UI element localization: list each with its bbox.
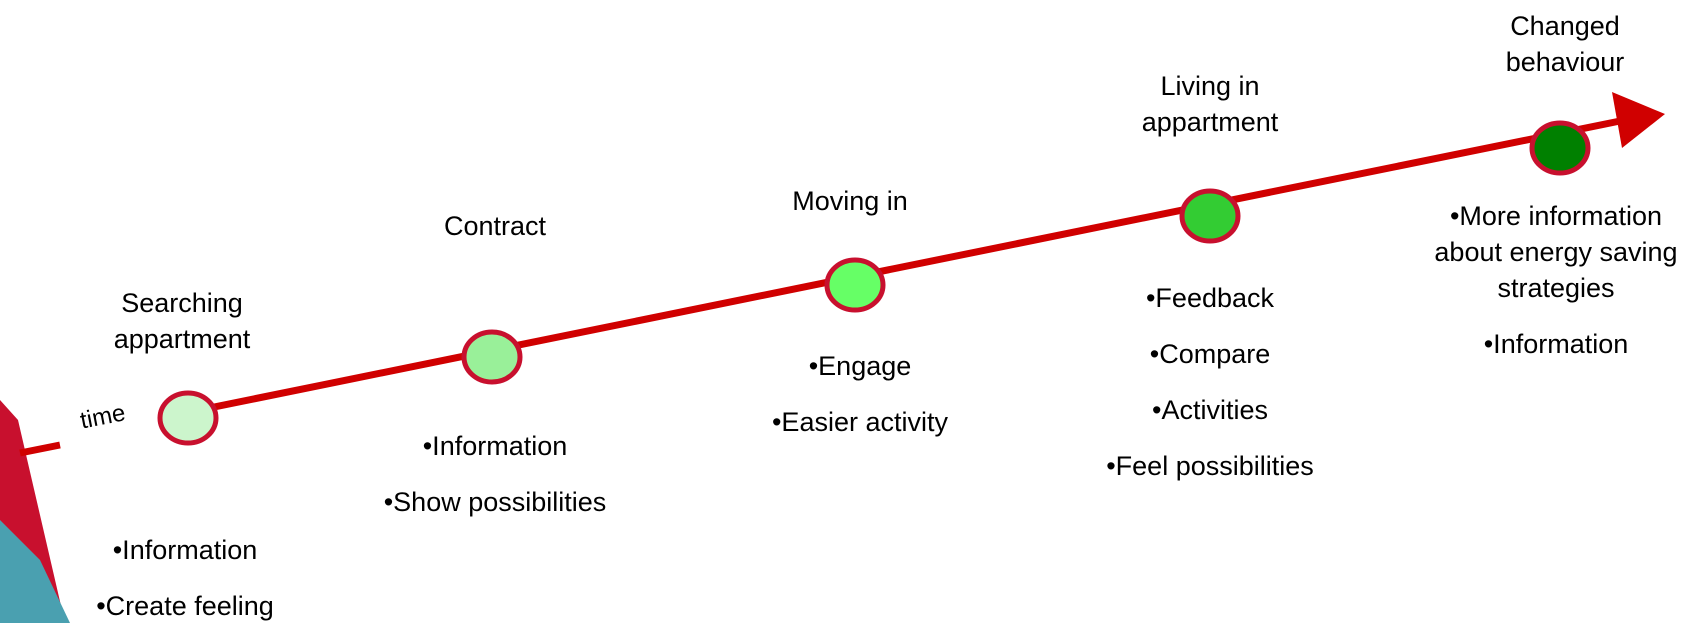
- timeline-dash: [19, 441, 61, 457]
- stage-5-bullet: •More information about energy saving st…: [1434, 201, 1678, 303]
- stage-2-node: [461, 329, 523, 385]
- corner-teal-decoration: [0, 520, 70, 623]
- stage-4-title: Living in appartment: [1110, 68, 1310, 140]
- stage-4-bullet: •Feel possibilities: [1106, 451, 1314, 481]
- stage-4-bullet: •Feedback: [1145, 283, 1275, 313]
- timeline-arrow-line: [159, 116, 1626, 422]
- stage-1-bullets: •Information •Create feeling: [75, 532, 295, 624]
- stage-4-bullet: •Activities: [1152, 395, 1268, 425]
- timeline-arrowhead: [1612, 92, 1665, 148]
- stage-4-node: [1179, 188, 1241, 244]
- stage-4-title-text: Living in appartment: [1141, 71, 1279, 137]
- stage-5-title: Changed behaviour: [1465, 8, 1665, 80]
- stage-4-bullet: •Compare: [1149, 339, 1271, 369]
- stage-1-bullet: •Create feeling: [96, 591, 274, 621]
- stage-4-bullets: •Feedback •Compare •Activities •Feel pos…: [1075, 280, 1345, 484]
- stage-1-bullet: •Information: [112, 535, 258, 565]
- stage-1-title: Searching appartment: [97, 285, 267, 357]
- stage-3-node: [824, 257, 886, 313]
- stage-3-title-text: Moving in: [792, 186, 908, 216]
- stage-1-title-text: Searching appartment: [113, 288, 251, 354]
- stage-2-bullet: •Information: [422, 431, 568, 461]
- stage-3-bullet: •Engage: [808, 351, 912, 381]
- stage-3-title: Moving in: [765, 183, 935, 219]
- stage-2-title-text: Contract: [443, 211, 547, 241]
- stage-2-title: Contract: [410, 208, 580, 244]
- stage-1-node: [157, 390, 219, 446]
- stage-2-bullets: •Information •Show possibilities: [345, 428, 645, 520]
- stage-5-node: [1529, 120, 1591, 176]
- stage-2-bullet: •Show possibilities: [383, 487, 607, 517]
- stage-3-bullets: •Engage •Easier activity: [720, 348, 1000, 440]
- stage-3-bullet: •Easier activity: [771, 407, 948, 437]
- stage-5-title-text: Changed behaviour: [1505, 11, 1625, 77]
- stage-5-bullets: •More information about energy saving st…: [1406, 198, 1706, 362]
- stage-5-bullet: •Information: [1483, 329, 1629, 359]
